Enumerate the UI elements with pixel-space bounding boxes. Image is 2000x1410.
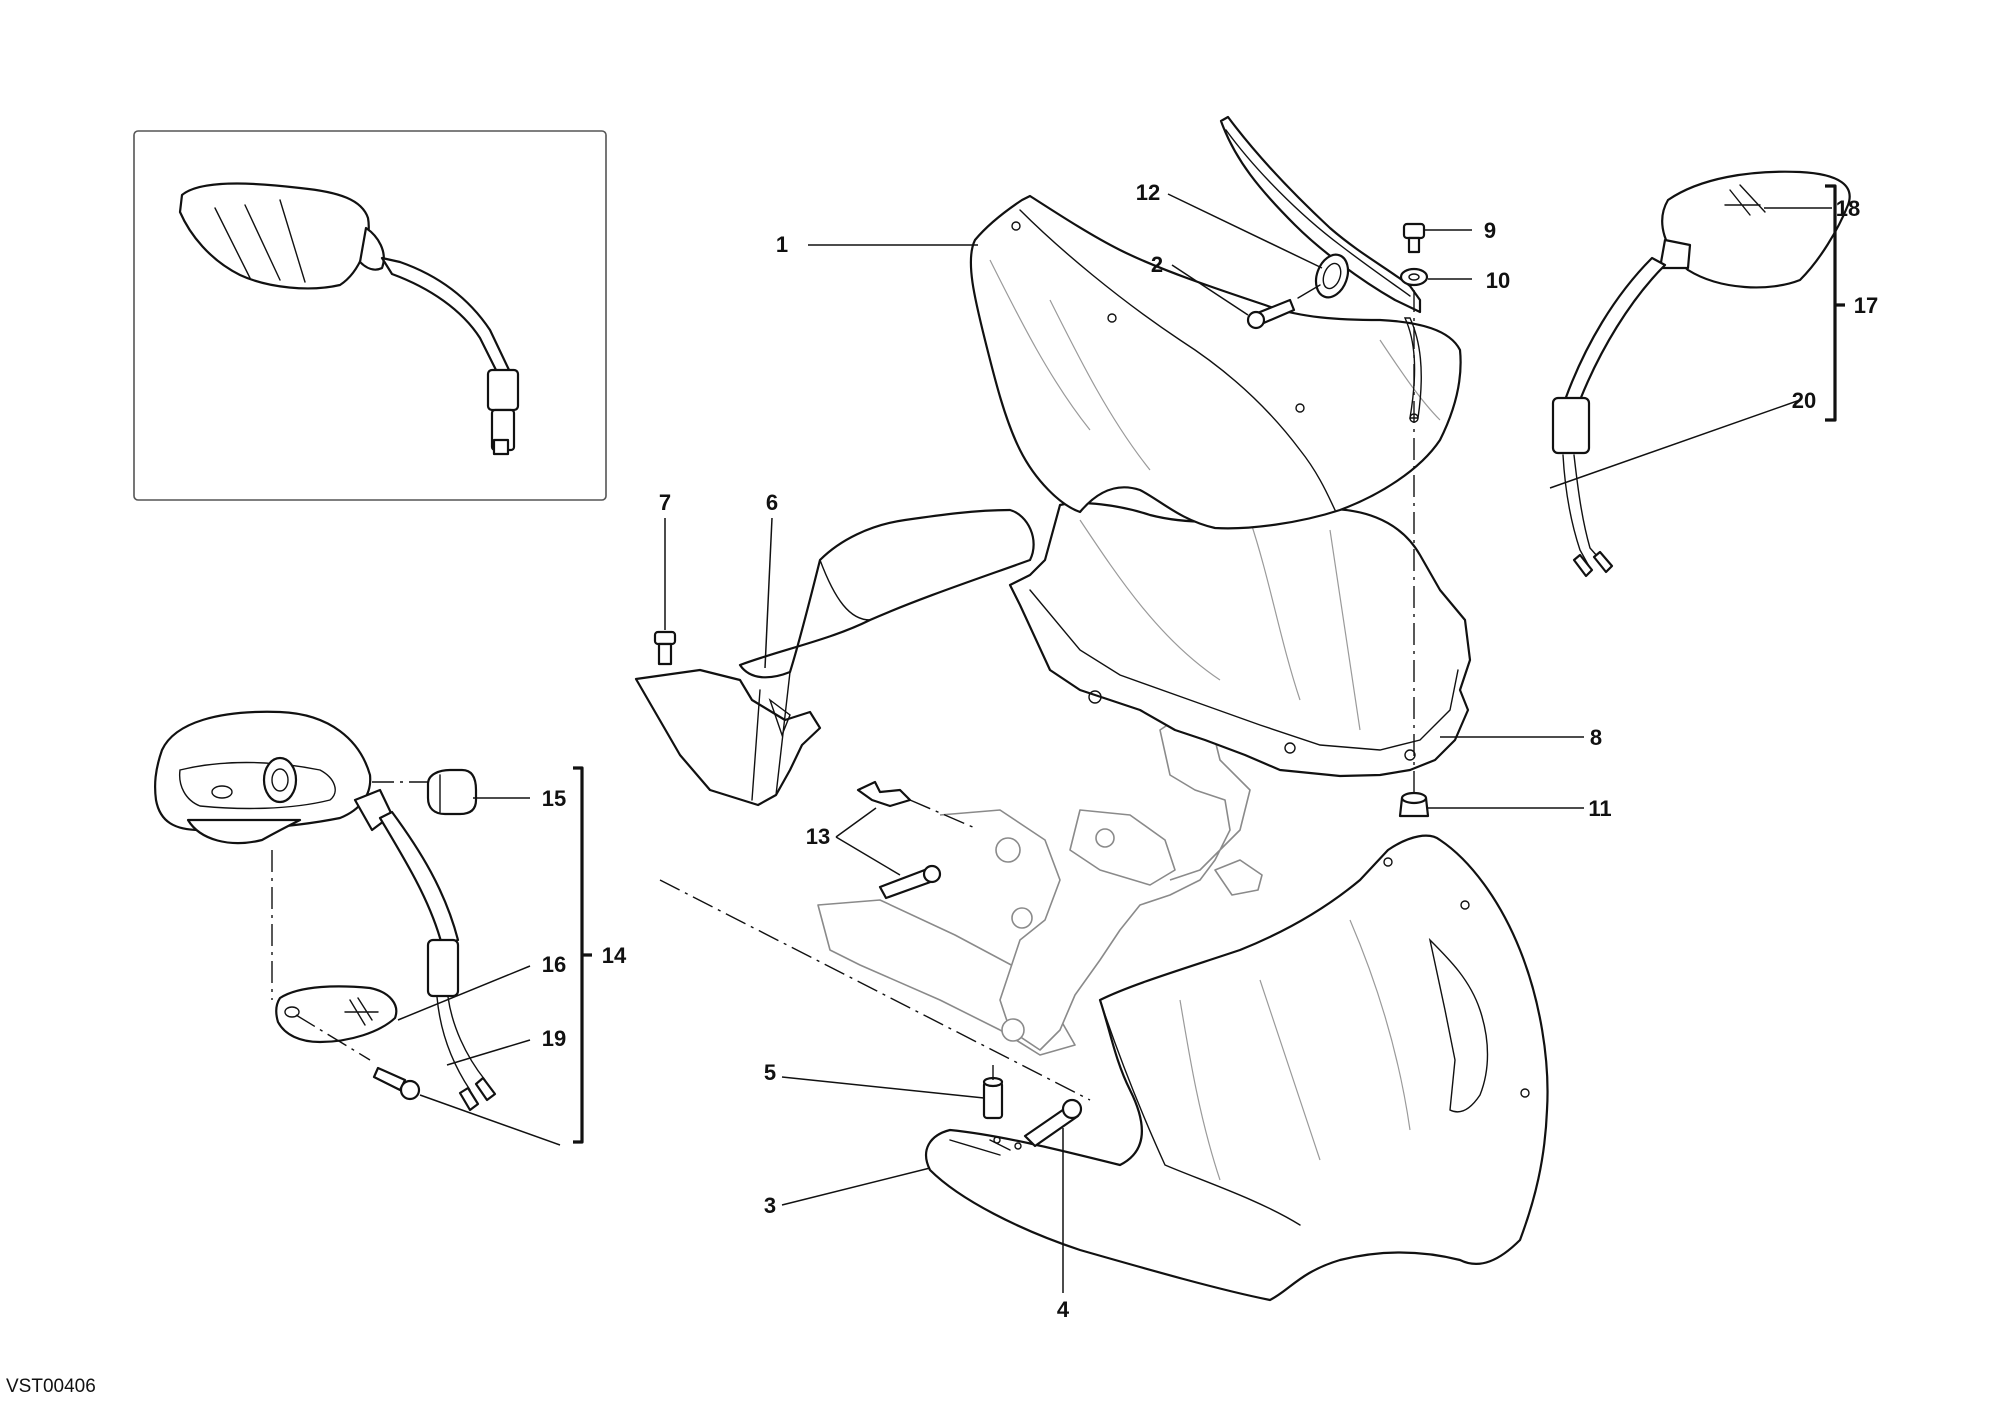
lower-fairing-shell (924, 834, 1549, 1302)
inset-mirror-connector (486, 368, 520, 412)
part-3-lower-fairing (924, 834, 1549, 1302)
part-2-screw (1246, 284, 1321, 330)
left-mirror-pivot (262, 756, 298, 804)
part-1-upper-fairing (969, 194, 1462, 530)
windscreen (1219, 115, 1422, 314)
assembly-axis-lower (659, 879, 1091, 1101)
duct-lower-plate (634, 668, 822, 807)
callout-7: 7 (659, 490, 671, 515)
callout-labels: 1 2 3 4 5 6 7 8 9 10 11 12 13 14 15 16 1… (542, 180, 1878, 1322)
callout-9: 9 (1484, 218, 1496, 243)
part-12-grommet (1314, 253, 1350, 299)
left-mirror-connector (426, 938, 460, 998)
bolt-axis (909, 799, 976, 829)
upper-fairing-shell (969, 194, 1462, 530)
part-16-indicator-lens (275, 985, 398, 1044)
left-mirror-stem (378, 810, 460, 947)
callout-15: 15 (542, 786, 566, 811)
callout-12: 12 (1136, 180, 1160, 205)
callout-16: 16 (542, 952, 566, 977)
part-7-screw (653, 630, 677, 666)
part-9-screw (1402, 222, 1426, 254)
part-13-bolts (856, 780, 942, 900)
right-mirror-assembly (1551, 170, 1851, 578)
inset-mirror-variant (133, 130, 607, 501)
diagram-code: VST00406 (6, 1376, 96, 1397)
leader-lines (397, 193, 1832, 1293)
callout-8: 8 (1590, 725, 1602, 750)
headlight-support-frame (817, 719, 1263, 1056)
callout-14: 14 (602, 943, 627, 968)
part-6-side-duct (634, 508, 1035, 807)
callout-11: 11 (1588, 796, 1611, 821)
callout-10: 10 (1486, 268, 1510, 293)
windscreen-glass (1219, 115, 1422, 314)
callout-17: 17 (1854, 293, 1878, 318)
callout-19: 19 (542, 1026, 566, 1051)
inset-mirror-joint (358, 226, 385, 271)
callout-18: 18 (1836, 196, 1860, 221)
part-4-screw (1023, 1098, 1083, 1148)
callout-6: 6 (766, 490, 778, 515)
callout-13: 13 (806, 824, 830, 849)
callout-3: 3 (764, 1193, 776, 1218)
callout-20: 20 (1792, 388, 1816, 413)
duct-body (738, 508, 1035, 679)
inner-frame-outline (1008, 501, 1472, 778)
part-19-screw (372, 1066, 421, 1101)
part-10-washer (1399, 267, 1429, 287)
callout-5: 5 (764, 1060, 776, 1085)
callout-4: 4 (1057, 1297, 1070, 1322)
right-mirror-head (1661, 170, 1851, 289)
part-11-nut (1398, 791, 1430, 818)
right-mirror-stem (1563, 256, 1667, 402)
left-mirror-assembly (154, 710, 497, 1112)
callout-1: 1 (776, 232, 788, 257)
part-5-bush (982, 1076, 1004, 1120)
bracket-14 (573, 766, 592, 1144)
part-15-cap (426, 768, 478, 816)
callout-2: 2 (1151, 252, 1163, 277)
bracket-17 (1825, 184, 1845, 422)
left-mirror-head (154, 710, 372, 832)
right-mirror-connector (1551, 396, 1591, 455)
part-8-inner-frame (1008, 501, 1472, 778)
